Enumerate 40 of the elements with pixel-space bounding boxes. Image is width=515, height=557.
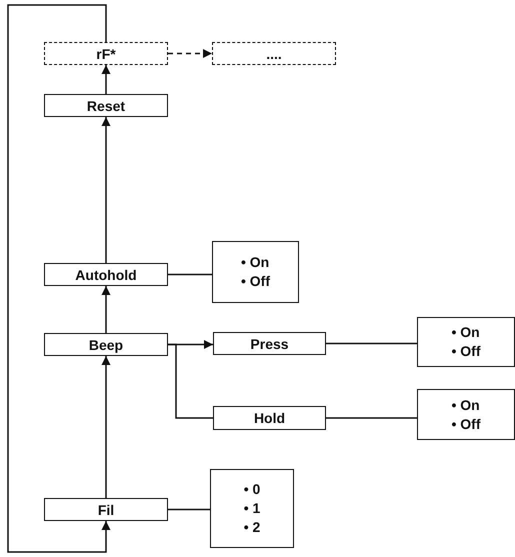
option-item: • Off — [451, 414, 480, 434]
option-item: • Off — [240, 272, 270, 291]
option-item: • Off — [451, 342, 480, 361]
dashed-menu-box — [212, 42, 336, 65]
connector-line — [326, 342, 417, 344]
options-box — [210, 469, 294, 548]
arrow — [102, 117, 110, 263]
menu-label: Press — [250, 336, 289, 352]
menu-label: Reset — [86, 98, 126, 114]
arrow — [102, 65, 110, 94]
menu-box — [44, 333, 168, 356]
option-item: • 2 — [244, 518, 260, 537]
arrow — [7, 4, 110, 553]
menu-label: .... — [266, 46, 282, 62]
menu-label: Autohold — [75, 266, 137, 282]
connector-line — [168, 274, 212, 276]
connector-line — [168, 508, 210, 510]
connector-line — [326, 417, 417, 419]
option-item: • 1 — [244, 499, 260, 518]
menu-label: Beep — [88, 336, 124, 352]
menu-box — [44, 94, 168, 117]
menu-box — [213, 332, 326, 355]
menu-box — [44, 498, 168, 521]
option-item: • On — [240, 253, 270, 272]
options-box — [212, 241, 299, 303]
menu-label: Fil — [98, 502, 114, 518]
arrow — [102, 356, 110, 498]
connector-line — [168, 344, 213, 419]
menu-box — [213, 406, 326, 430]
option-item: • On — [451, 396, 480, 414]
dashed-menu-box — [44, 42, 168, 65]
options-box — [417, 389, 515, 440]
arrow — [168, 49, 212, 58]
option-item: • On — [451, 323, 480, 342]
options-box — [417, 317, 515, 367]
option-item: • 0 — [244, 480, 260, 499]
menu-label: rF* — [96, 46, 116, 62]
menu-box — [44, 263, 168, 286]
arrow — [102, 286, 110, 333]
menu-label: Hold — [254, 410, 286, 426]
